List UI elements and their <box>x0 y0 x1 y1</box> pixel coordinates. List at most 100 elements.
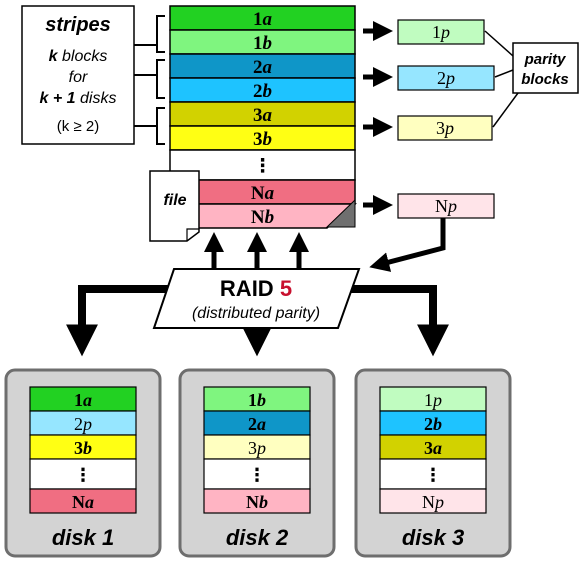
stack-row-3: 2a <box>169 53 356 79</box>
stack-row-label: 3a <box>253 105 273 126</box>
disk-block: 3p <box>203 434 311 460</box>
file-label: file <box>163 192 186 209</box>
parity-pointer-3 <box>492 92 519 128</box>
stack-row-2: 1b <box>169 29 356 55</box>
stack-row-5: 3a <box>169 101 356 127</box>
disk-block-fill <box>203 410 311 436</box>
parity-box-label: 2p <box>437 68 455 88</box>
parity-arrows <box>363 21 393 215</box>
disk-block-fill <box>379 410 487 436</box>
legend-line-for: for <box>69 69 88 86</box>
disk-1: 1a 2p 3b⋮Na disk 1 <box>4 368 162 558</box>
disk-block: ⋮ <box>379 458 487 490</box>
stack-row-label: ⋮ <box>253 155 272 177</box>
disk-block: 1a <box>29 386 137 412</box>
stack-row-8: Na <box>169 179 356 205</box>
disk-block-fill <box>29 488 137 514</box>
arrow-to-disk1 <box>66 285 170 357</box>
parity-label-box <box>512 42 579 94</box>
disk-block-label: 3b <box>74 438 92 458</box>
disk-label: disk 2 <box>226 525 289 550</box>
stack-row-fill <box>169 101 356 127</box>
legend-line-k: k blocks <box>49 48 108 65</box>
disk-block-label: Nb <box>246 492 268 512</box>
disk-block-fill <box>203 458 311 490</box>
stack-row-label: Nb <box>251 207 274 228</box>
disk-block-fill <box>29 458 137 490</box>
parity-box-2: 2p <box>397 65 495 91</box>
parity-box-1: 1p <box>397 19 485 45</box>
disk-block-fill <box>379 488 487 514</box>
disk-block-label: 2b <box>424 414 442 434</box>
parity-label-line2: blocks <box>521 71 569 88</box>
disk-block-label: 1p <box>424 390 442 410</box>
stack-row-7: ⋮ <box>169 149 356 181</box>
stack-row-fill <box>169 179 356 205</box>
parity-box-label: Np <box>435 196 457 216</box>
disk-label: disk 1 <box>52 525 114 550</box>
stack-row-fill <box>169 77 356 103</box>
arrows-raid-to-stack <box>204 232 309 268</box>
stack-row-fill <box>169 149 356 181</box>
disk-block: 1b <box>203 386 311 412</box>
disk-block: ⋮ <box>203 458 311 490</box>
legend-line-k1: k + 1 disks <box>40 90 117 107</box>
disk-block-label: 2a <box>248 414 266 434</box>
parity-box-fill <box>397 193 495 219</box>
disk-label: disk 3 <box>402 525 464 550</box>
stack-row-fill <box>169 5 356 31</box>
disk-block: 3b <box>29 434 137 460</box>
file-icon-fold <box>186 228 199 241</box>
raid-subtitle: (distributed parity) <box>192 305 320 322</box>
disk-block-label: ⋮ <box>424 465 442 486</box>
stack-row-label: 3b <box>253 129 272 150</box>
disk-block: ⋮ <box>29 458 137 490</box>
disk-block: 1p <box>379 386 487 412</box>
parity-box-fill <box>397 65 495 91</box>
disk-block-fill <box>203 434 311 460</box>
brace-stripe-2 <box>149 59 165 99</box>
parity-pointer-2 <box>494 69 514 78</box>
stack-row-label: 2a <box>253 57 273 78</box>
stack-row-label: 1b <box>253 33 272 54</box>
disk-block-fill <box>203 488 311 514</box>
arrow-np-to-raid <box>369 218 446 272</box>
legend-box <box>21 5 135 145</box>
disk-block: Na <box>29 488 137 514</box>
raid-title: RAID 5 <box>220 276 292 301</box>
disk-block-label: 3a <box>424 438 442 458</box>
disk-block: 2p <box>29 410 137 436</box>
stack-row-1: 1a <box>169 5 356 31</box>
disk-block-label: 1b <box>248 390 266 410</box>
disk-block-fill <box>379 458 487 490</box>
disk-block: Np <box>379 488 487 514</box>
raid-box <box>152 268 361 329</box>
disk-block-fill <box>29 434 137 460</box>
disk-block-label: Np <box>422 492 444 512</box>
brace-stripe-3 <box>149 107 165 145</box>
disk-block-fill <box>379 386 487 412</box>
brace-stripe-1 <box>149 15 165 53</box>
disk-block-fill <box>29 386 137 412</box>
stack-row-6: 3b <box>169 125 356 151</box>
disk-block-label: Na <box>72 492 94 512</box>
legend-braces <box>134 15 165 145</box>
disk-block-fill <box>203 386 311 412</box>
disk-block: 2b <box>379 410 487 436</box>
disk-3: 1p 2b 3a ⋮ Np disk 3 <box>354 368 512 558</box>
legend-title: stripes <box>45 14 111 36</box>
disk-block: 2a <box>203 410 311 436</box>
stack-row-label: 1a <box>253 9 273 30</box>
stack-row-4: 2b <box>169 77 356 103</box>
stack-row-label: 2b <box>253 81 272 102</box>
disk-block-label: 1a <box>74 390 92 410</box>
disk-block-label: 2p <box>74 414 92 434</box>
stripes-legend: stripes k blocks for k + 1 disks (k ≥ 2) <box>21 5 135 145</box>
arrow-to-disk3 <box>350 285 449 357</box>
disk-block-label: ⋮ <box>248 465 266 486</box>
disk-block: Nb <box>203 488 311 514</box>
